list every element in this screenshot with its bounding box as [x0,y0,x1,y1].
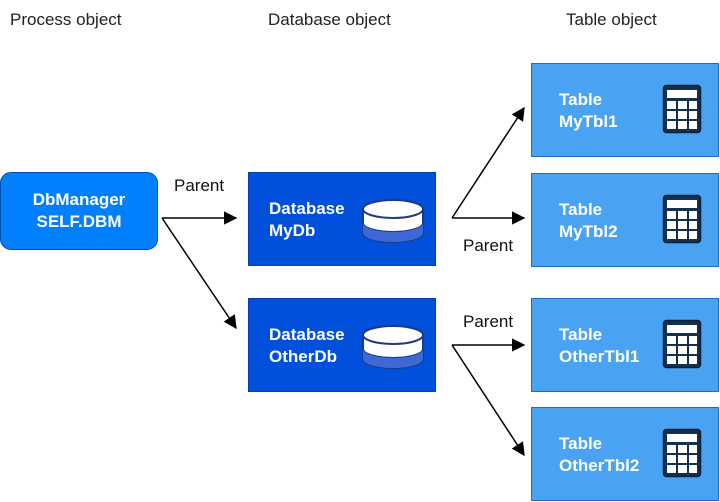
table-node-line2: OtherTbl2 [559,456,640,475]
table-grid-icon [662,84,702,134]
table-grid-icon [662,194,702,244]
process-node-line1: DbManager [32,190,126,209]
edge-mydb-to-mytbl1 [451,106,525,219]
table-node-othertbl2[interactable]: Table OtherTbl2 [531,407,719,501]
process-node-line2: SELF.DBM [36,212,122,231]
process-node-dbmanager[interactable]: DbManager SELF.DBM [0,172,158,250]
table-node-mytbl2[interactable]: Table MyTbl2 [531,173,719,267]
edge-otherdb-to-othertbl2 [451,344,525,457]
table-node-line2: MyTbl1 [559,112,618,131]
table-node-line1: Table [559,90,603,109]
database-node-line2: MyDb [269,221,316,240]
table-node-line1: Table [559,200,603,219]
table-grid-icon [662,319,702,369]
database-node-otherdb[interactable]: Database OtherDb [248,298,436,392]
database-cylinder-icon [362,325,424,369]
edge-label-process-parent: Parent [174,176,225,195]
table-node-line1: Table [559,434,603,453]
header-process-object: Process object [10,10,122,29]
database-cylinder-icon [362,199,424,243]
header-table-object: Table object [566,10,657,29]
edge-label-mydb-parent: Parent [463,236,514,255]
table-node-line2: OtherTbl1 [559,347,640,366]
table-grid-icon [662,428,702,478]
edge-process-to-otherdb [161,217,237,330]
edge-label-otherdb-parent: Parent [463,312,514,331]
database-node-line1: Database [269,199,345,218]
table-node-mytbl1[interactable]: Table MyTbl1 [531,63,719,157]
header-database-object: Database object [268,10,391,29]
table-node-othertbl1[interactable]: Table OtherTbl1 [531,298,719,392]
table-node-line1: Table [559,325,603,344]
table-node-line2: MyTbl2 [559,222,618,241]
database-node-mydb[interactable]: Database MyDb [248,172,436,266]
database-node-line1: Database [269,325,345,344]
database-node-line2: OtherDb [269,347,337,366]
